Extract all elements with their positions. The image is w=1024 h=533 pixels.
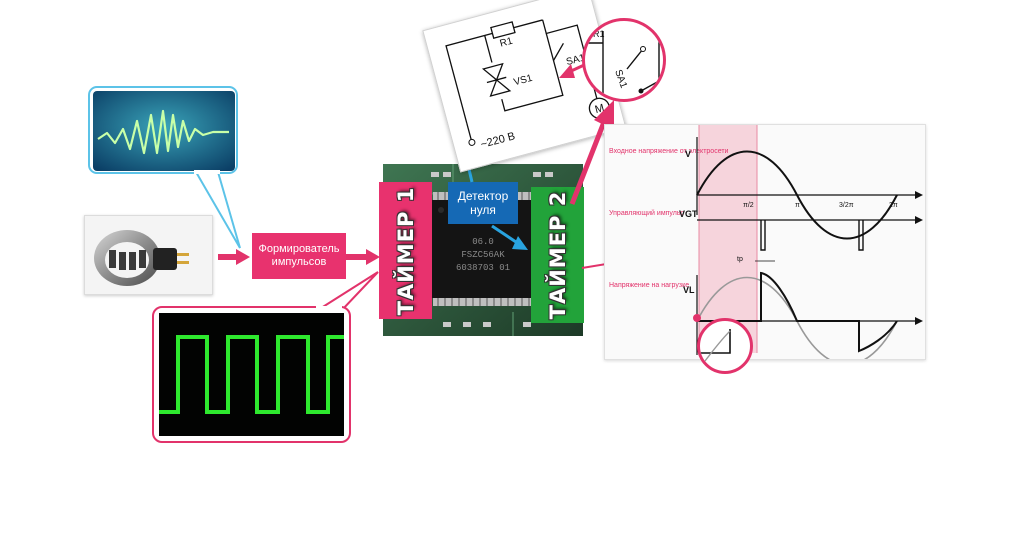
schematic-r1-label: R1 <box>499 36 515 50</box>
schematic-voltage-label: ~220 В <box>479 130 516 151</box>
arrow-timer2-to-switch <box>569 100 614 205</box>
chip-marking-line2: FSZC56AK <box>461 250 505 260</box>
load-zoom-circle <box>697 318 753 374</box>
zero-detector-label: Детектор нуля <box>457 189 509 217</box>
firing-angle-highlight <box>699 105 757 353</box>
input-sine-wave <box>696 150 898 240</box>
schematic-sa1-label: SA1 <box>565 52 587 68</box>
sensor-signal-oscillogram <box>88 86 238 174</box>
arrow-sensor-to-shaper <box>218 249 250 265</box>
tick-pi: π <box>795 202 800 209</box>
arrow-shaper-to-timer1 <box>346 249 380 265</box>
label-load-voltage: Напряжение на нагрузке <box>609 282 689 289</box>
chip-marking-line1: 06.0 <box>472 237 494 247</box>
control-pulse-1 <box>760 220 766 251</box>
tick-pi-2: π/2 <box>743 202 754 209</box>
zero-detector-block: Детектор нуля <box>448 182 518 224</box>
switch-zoom-icon: R1 SA1 <box>585 29 660 97</box>
label-control-pulse: Управляющий импульс <box>609 209 685 217</box>
waveform-svg: Входное напряжение от электросети Управл… <box>609 105 923 366</box>
hall-sensor-image <box>84 215 213 295</box>
tick-3pi-2: 3/2π <box>839 202 854 209</box>
sensor-signal-icon <box>93 91 235 171</box>
label-input-voltage: Входное напряжение от электросети <box>609 148 729 155</box>
control-pulse-2 <box>858 220 864 251</box>
pulse-shaper-block: Формирователь импульсов <box>252 233 346 279</box>
timer2-block: ТАЙМЕР 2 <box>531 187 584 323</box>
pulse-oscillogram-callout <box>152 271 379 443</box>
zoom-r1-label: R1 <box>593 29 605 39</box>
load-voltage-wave <box>697 271 898 353</box>
load-zoom-marker <box>693 314 701 322</box>
pulse-shaper-label: Формирователь импульсов <box>258 243 340 268</box>
tp-label: tp <box>737 256 743 263</box>
zoom-sa1-label: SA1 <box>612 68 629 90</box>
timer2-label: ТАЙМЕР 2 <box>545 190 570 320</box>
schematic-vs1-label: VS1 <box>513 73 535 89</box>
schematic-motor-label: M <box>594 102 606 116</box>
timer1-block: ТАЙМЕР 1 <box>379 182 432 319</box>
timer1-label: ТАЙМЕР 1 <box>393 186 418 315</box>
waveform-chart: Входное напряжение от электросети Управл… <box>604 105 926 366</box>
axis-v-label: V <box>685 149 691 159</box>
load-zoom-icon <box>700 329 731 366</box>
sensor-callout-tail <box>194 170 241 249</box>
chip-marking-line3: 6038703 01 <box>456 263 510 273</box>
tick-2pi: 2π <box>889 202 898 209</box>
hall-sensor-icon <box>94 230 189 286</box>
axis-vgt-label: VGT <box>679 209 698 219</box>
axis-vl-label: VL <box>683 285 695 295</box>
switch-zoom-circle: R1 SA1 <box>582 18 666 102</box>
